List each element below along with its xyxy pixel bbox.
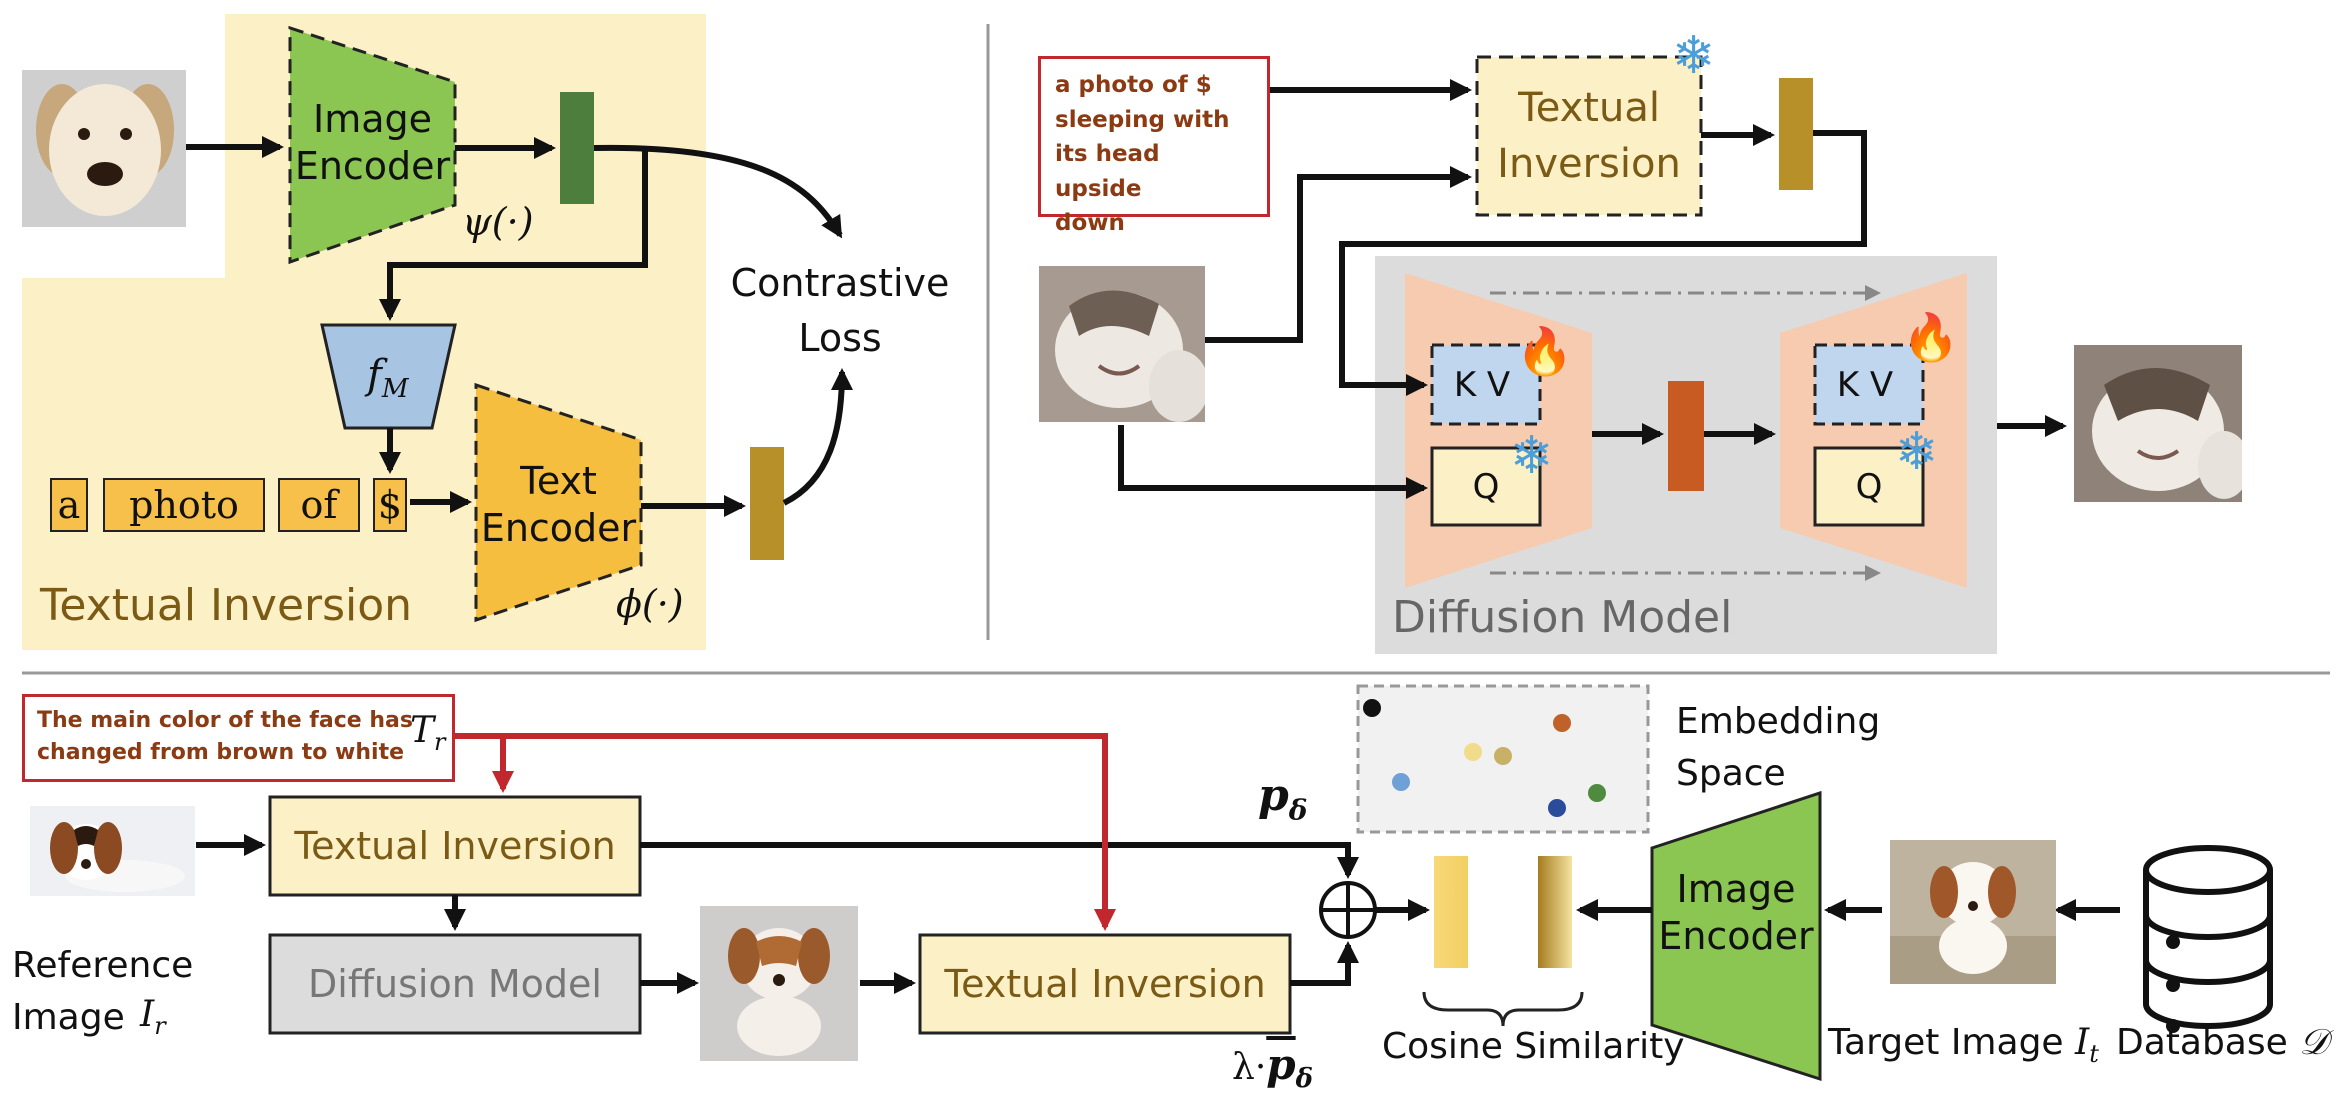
- fm-label: fM: [367, 352, 408, 404]
- p-delta-label: pδ: [1258, 770, 1307, 827]
- textual-inversion-box-b: [1475, 55, 1703, 217]
- embedding-space-label: Embedding Space: [1676, 701, 1881, 795]
- contrastive-loss-label: Contrastive Loss: [730, 260, 950, 360]
- embedding-point: [1553, 714, 1571, 732]
- embedding-point: [1548, 799, 1566, 817]
- panel-c-arrows: [196, 834, 2120, 994]
- lambda-term-label: λ·pδ: [1232, 1040, 1313, 1094]
- panel-b-arrows: [1118, 79, 2067, 499]
- fm-subscript: M: [381, 374, 409, 404]
- ti-embedding-bar: [1779, 78, 1813, 190]
- cosine-brace: [1422, 991, 1584, 1027]
- image-encoder-shape-c: [1650, 790, 1822, 1082]
- fire-icon: 🔥: [1516, 324, 1574, 378]
- cosine-similarity-label: Cosine Similarity: [1382, 1026, 1685, 1067]
- add-operator: [1319, 881, 1377, 939]
- generated-puppy-photo: [700, 906, 858, 1061]
- q-box-left-shape: [1430, 446, 1542, 527]
- snowflake-icon: ❄: [1510, 426, 1554, 486]
- embedding-point: [1494, 747, 1512, 765]
- phi-label: ϕ(·): [616, 582, 684, 626]
- reference-puppy-photo: [30, 806, 195, 896]
- text-embedding-bar: [750, 447, 784, 560]
- target-puppy-photo: [1890, 840, 2056, 984]
- panel-a-title: Textual Inversion: [40, 580, 413, 631]
- embedding-point: [1588, 784, 1606, 802]
- q-box-right-shape: [1813, 446, 1925, 527]
- fm-symbol: f: [367, 352, 382, 398]
- textual-inversion-label-c2: Textual Inversion: [944, 962, 1266, 1006]
- panel-c-red-arrows: [455, 733, 1116, 931]
- embedding-point: [1392, 773, 1410, 791]
- embedding-point: [1464, 743, 1482, 761]
- lambda-p-symbol: p: [1266, 1040, 1296, 1089]
- cosine-bar-query: [1434, 856, 1468, 968]
- panel-a-arrows: [186, 136, 853, 517]
- image-encoder-shape: [288, 25, 457, 265]
- diffusion-model-title: Diffusion Model: [1392, 592, 1733, 643]
- target-image-label: Target Image It: [1828, 1022, 2099, 1068]
- kv-label-right: K V: [1836, 364, 1894, 405]
- text-encoder-label: Text Encoder: [480, 458, 637, 551]
- p-delta-subscript: δ: [1288, 793, 1308, 827]
- it-subscript: t: [2089, 1040, 2099, 1069]
- image-encoder-label: Image Encoder: [294, 96, 451, 189]
- mapping-network-shape: [320, 323, 457, 430]
- database-text: Database: [2116, 1022, 2288, 1063]
- tr-subscript: r: [434, 728, 446, 757]
- diffusion-model-label-c: Diffusion Model: [308, 962, 602, 1006]
- dog-photo: [22, 70, 186, 227]
- target-image-text: Target Image: [1828, 1022, 2064, 1063]
- embedding-point: [1363, 699, 1381, 717]
- tr-label: Tr: [410, 710, 446, 756]
- database-symbol: 𝒟: [2299, 1022, 2328, 1063]
- cat-photo-output: [2074, 345, 2242, 502]
- database-icon: [2143, 845, 2273, 1029]
- q-label-right: Q: [1855, 466, 1883, 507]
- token-photo: photo: [103, 478, 265, 532]
- prompt-box-b: a photo of $ sleeping with its head upsi…: [1038, 56, 1270, 236]
- ir-label: Ir: [140, 994, 166, 1040]
- bottleneck-bar: [1668, 381, 1704, 491]
- cosine-bar-target: [1538, 856, 1572, 968]
- textual-inversion-label-b: Textual Inversion: [1497, 85, 1681, 187]
- token-a: a: [50, 478, 88, 532]
- lambda-symbol: λ·: [1232, 1047, 1267, 1088]
- snowflake-icon: ❄: [1672, 26, 1716, 86]
- prompt-box-c: The main color of the face has changed f…: [22, 694, 455, 782]
- tr-symbol: T: [410, 710, 435, 751]
- it-symbol: I: [2075, 1022, 2090, 1063]
- database-label: Database 𝒟: [2116, 1022, 2328, 1064]
- embedding-dots: [1363, 699, 1606, 817]
- image-embedding-bar: [560, 92, 594, 204]
- ir-subscript: r: [154, 1012, 166, 1041]
- cat-photo-input: [1039, 266, 1205, 422]
- snowflake-icon: ❄: [1895, 422, 1939, 482]
- ir-symbol: I: [140, 994, 155, 1035]
- textual-inversion-label-c1: Textual Inversion: [294, 824, 616, 868]
- token-of: of: [278, 478, 360, 532]
- fire-icon: 🔥: [1902, 310, 1960, 364]
- p-delta-symbol: p: [1258, 770, 1289, 821]
- q-label-left: Q: [1472, 466, 1500, 507]
- kv-label-left: K V: [1453, 364, 1511, 405]
- text-encoder-shape: [474, 382, 643, 623]
- image-encoder-label-c: Image Encoder: [1658, 866, 1814, 959]
- kv-box-left-shape: [1430, 343, 1542, 426]
- psi-label: ψ(·): [462, 200, 534, 244]
- token-placeholder: $: [373, 478, 407, 532]
- lambda-subscript: δ: [1295, 1064, 1313, 1095]
- kv-box-right-shape: [1813, 343, 1925, 426]
- reference-image-label: Reference Image: [12, 945, 194, 1039]
